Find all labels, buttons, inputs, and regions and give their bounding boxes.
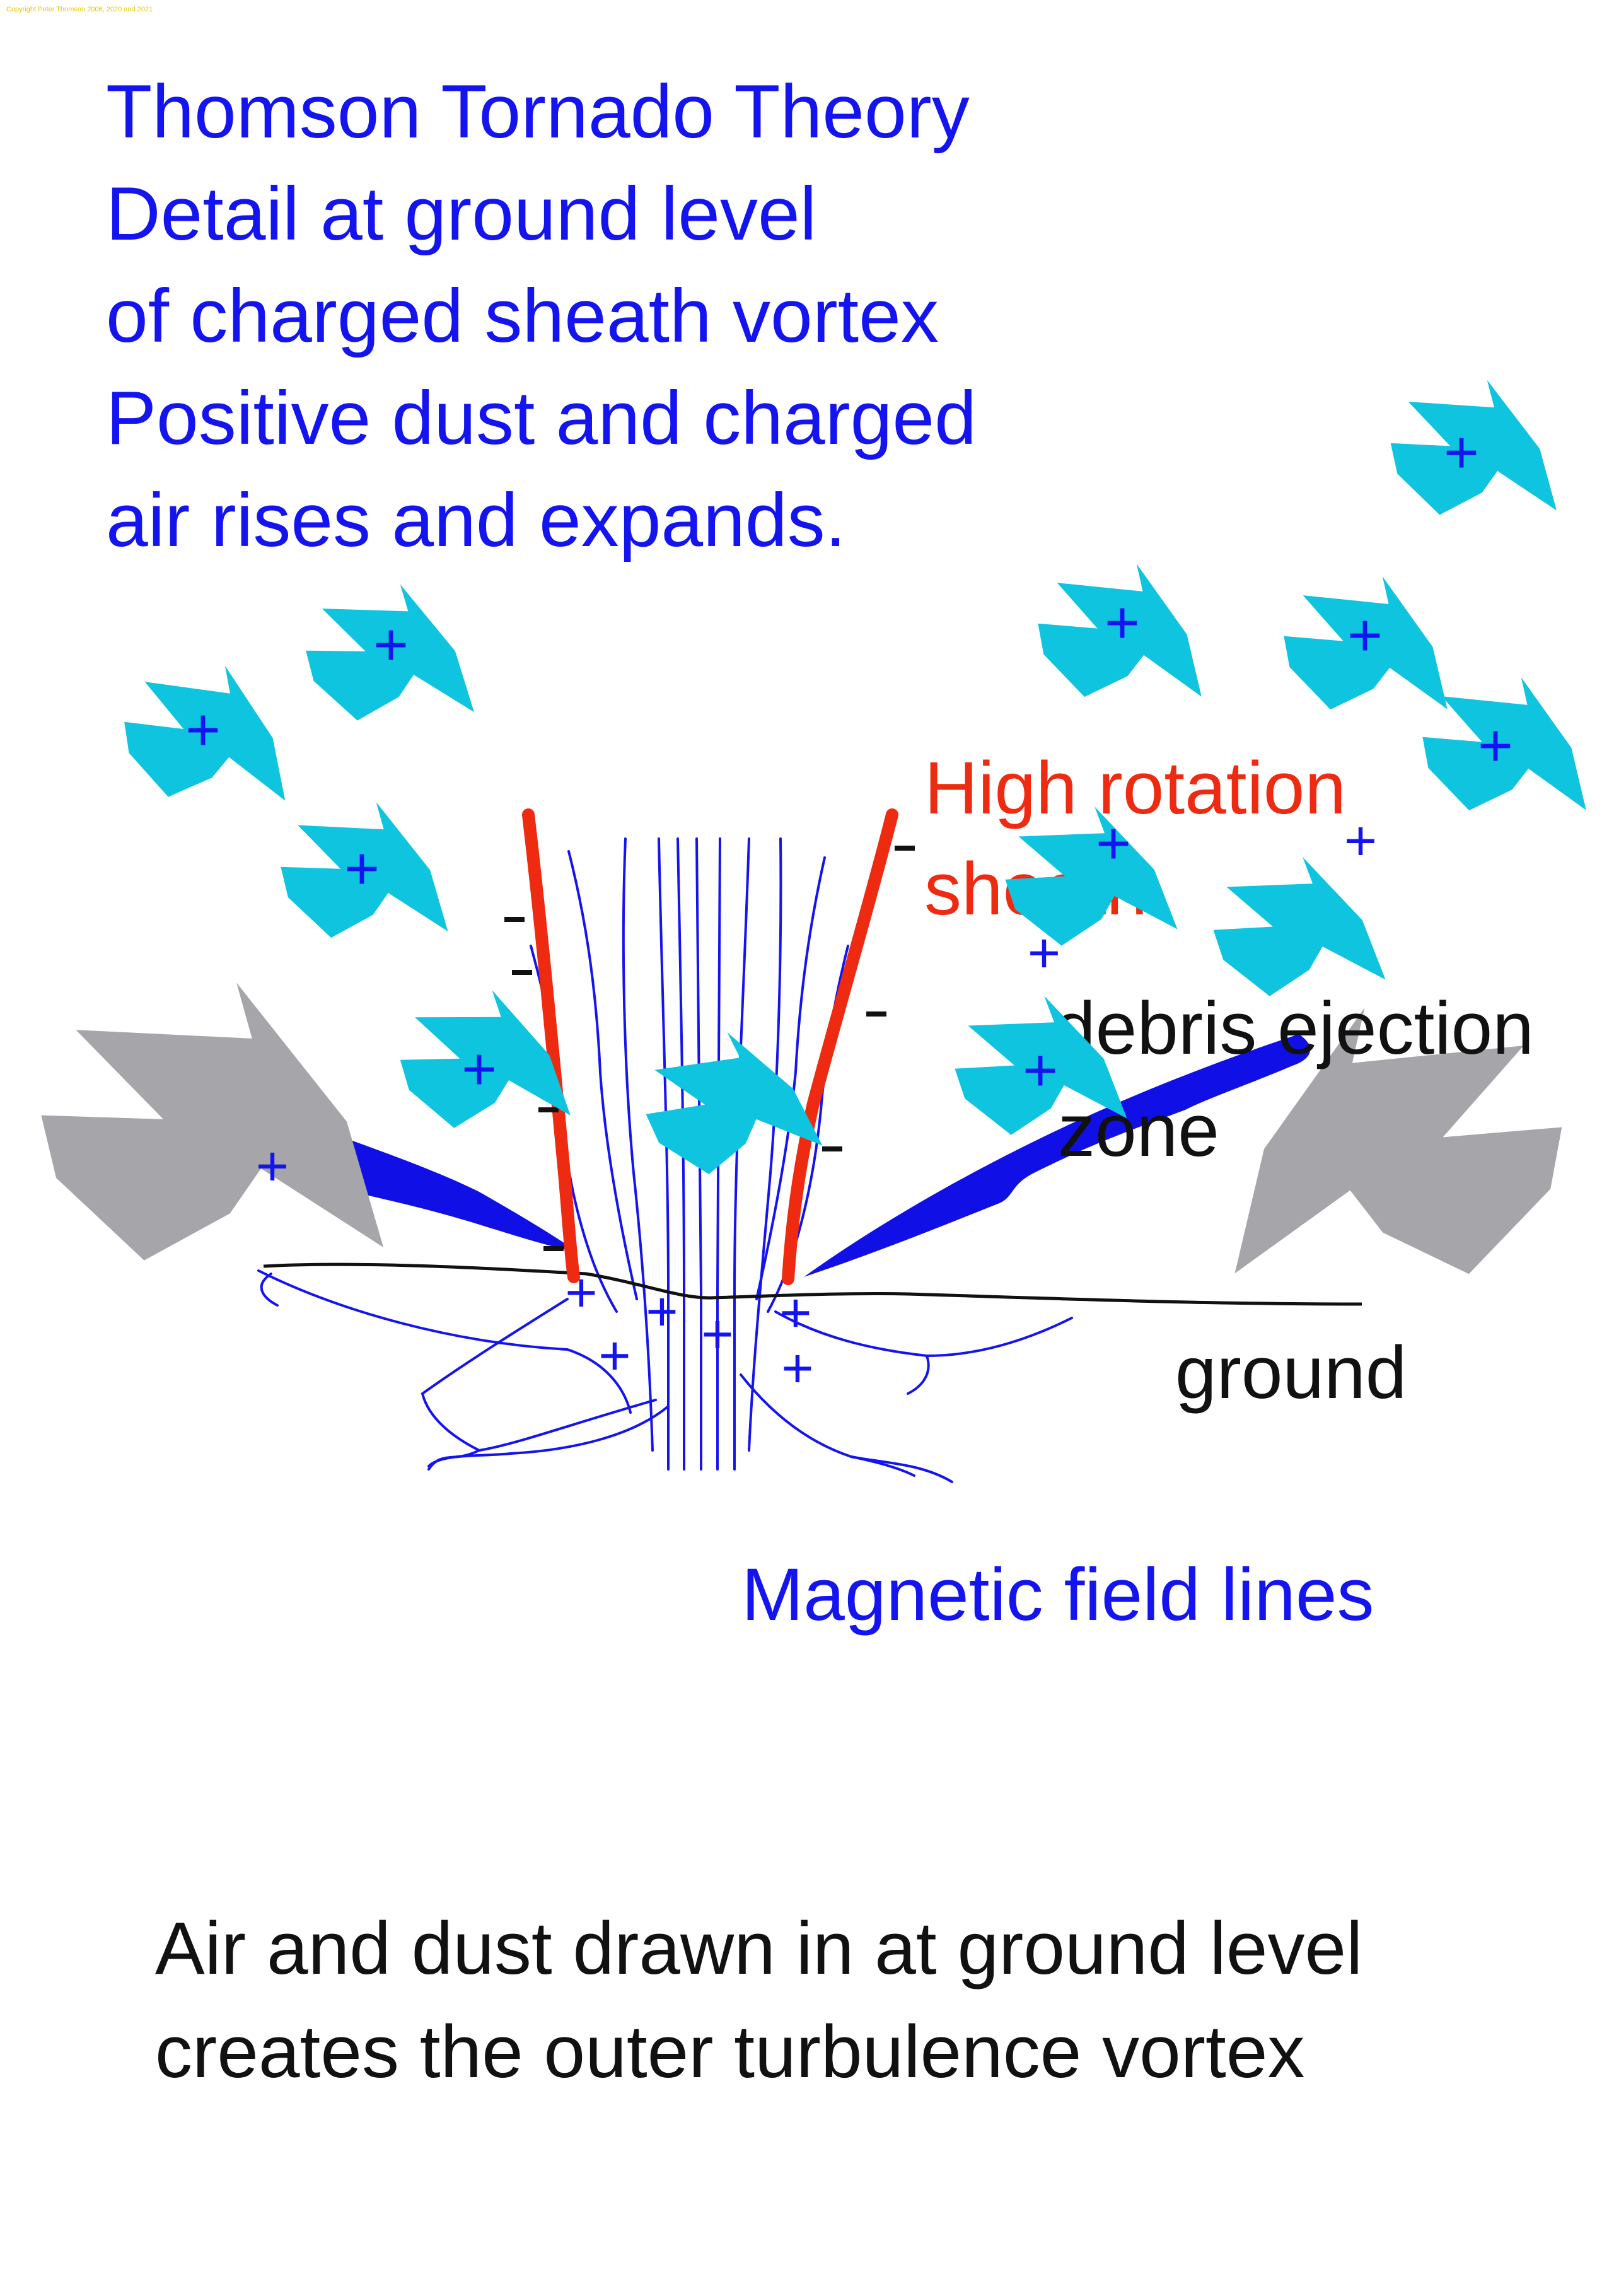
positive-charge: + [701, 1303, 733, 1365]
ground-line [263, 1262, 1362, 1306]
label-line: High rotation [924, 747, 1347, 830]
magnetic-field-line [676, 837, 685, 1471]
gray-arrow-right-shape [1234, 1008, 1562, 1274]
magnetic-field-line [567, 850, 638, 1300]
label-debris-ejection-zone: debris ejection zone [1054, 977, 1534, 1182]
positive-charge: + [781, 1337, 813, 1399]
magnetic-field-line [622, 837, 654, 1452]
magnetic-field-line [421, 1298, 569, 1452]
magnetic-field-line [774, 1310, 1073, 1358]
magnetic-field-line [427, 1399, 657, 1471]
label-ground: ground [1175, 1331, 1407, 1414]
ejection-arrow-right [804, 1034, 1311, 1277]
sheath-wall-left [522, 808, 580, 1283]
diagram-title: Thomson Tornado Theory Detail at ground … [106, 61, 977, 571]
gray-arrow-left [41, 982, 384, 1261]
title-line: Positive dust and charged [106, 376, 977, 460]
positive-charge: + [598, 1324, 630, 1387]
magnetic-field-line [850, 1455, 953, 1483]
magnetic-field-line [257, 1269, 632, 1414]
magnetic-field-line [695, 837, 702, 1471]
title-line: Detail at ground level [106, 172, 817, 256]
label-line: sheath [924, 848, 1148, 931]
title-line: air rises and expands. [106, 478, 846, 562]
negative-charge [512, 970, 532, 975]
positive-charge: + [779, 1281, 811, 1344]
label-line: debris ejection [1054, 987, 1534, 1070]
magnetic-field-line [740, 1373, 915, 1477]
negative-charge [543, 1246, 564, 1251]
caption-line: Air and dust drawn in at ground level [155, 1907, 1363, 1990]
bottom-caption: Air and dust drawn in at ground level cr… [155, 1897, 1362, 2104]
magnetic-field-line [658, 837, 670, 1471]
gray-arrow-right [1234, 1008, 1562, 1274]
title-line: Thomson Tornado Theory [106, 69, 970, 154]
negative-charge [895, 846, 915, 851]
magnetic-field-line [427, 1405, 670, 1467]
magnetic-field-line [260, 1273, 279, 1307]
negative-charge [504, 917, 525, 922]
title-line: of charged sheath vortex [106, 274, 939, 358]
positive-charge: + [565, 1261, 597, 1324]
negative-charge [822, 1146, 842, 1151]
negative-charge [866, 1011, 886, 1017]
label-line: zone [1058, 1089, 1219, 1172]
positive-charge: + [646, 1280, 678, 1343]
magnetic-field-line [907, 1355, 930, 1395]
magnetic-field-line [716, 837, 721, 1471]
label-high-rotation-sheath: High rotation sheath [924, 738, 1346, 940]
copyright-notice: Copyright Peter Thomson 2006, 2020 and 2… [6, 6, 153, 13]
magnetic-field-line [748, 837, 782, 1452]
negative-charge [538, 1107, 559, 1112]
gray-arrow-left-shape [41, 982, 384, 1261]
caption-line: creates the outer turbulence vortex [155, 2010, 1305, 2094]
label-magnetic-field-lines: Magnetic field lines [741, 1553, 1374, 1636]
